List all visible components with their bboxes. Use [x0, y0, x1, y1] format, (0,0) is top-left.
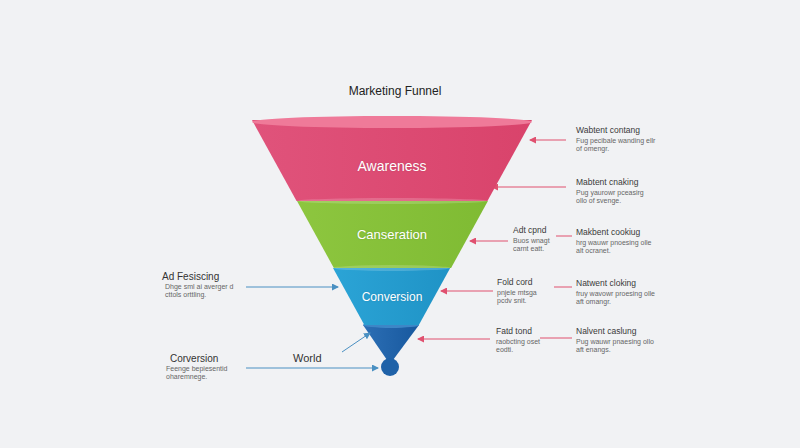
band-label: Conversion [362, 290, 423, 304]
callout-text: raobcting oset eodti. [496, 338, 544, 354]
callout-text: pnjele mtsga pcdv snit. [497, 289, 545, 305]
callout-heading: Makbent cookiug [576, 228, 662, 238]
diagram-title: Marketing Funnel [349, 84, 442, 98]
callout-word: World [293, 352, 339, 365]
callout-heading: Ad Fesiscing [162, 271, 246, 283]
callout-heading: Fold cord [497, 278, 549, 288]
callout-text: Buos wnagt carnt eatt. [513, 237, 559, 253]
funnel-band: Conversion [333, 268, 450, 325]
funnel-tip [363, 325, 419, 360]
band-label: Canseration [357, 227, 427, 242]
band-label: Awareness [357, 158, 426, 174]
callout-text: hrg wauwr pnoesing olle alt ocranet. [576, 239, 656, 255]
funnel-band: Awareness [252, 120, 532, 201]
callout-text: Pug wauwr pnaesing ollo aft enangs. [576, 338, 656, 354]
callout-text: Fug pecibale wanding ellr of omengr. [576, 137, 656, 153]
callout-heading: Wabtent contang [576, 126, 662, 136]
callout-text: Feenge bepiesentid oharemnege. [166, 365, 248, 381]
callout-heading: Corversion [170, 353, 250, 365]
callout-heading: Fatd tond [496, 327, 548, 337]
callout-heading: Nalvent caslung [576, 327, 662, 337]
funnel-ball [381, 358, 399, 376]
callout-text: Pug yaurowr pceasirg ollo of svenge. [576, 189, 656, 205]
callout-heading: Natwent cloking [576, 279, 662, 289]
callout-text: fruy wavowr proesing olle aft omangr. [576, 290, 656, 306]
funnel-band: Canseration [297, 201, 488, 268]
callout-text: Dhge sml ai averger d cttols orttling. [165, 283, 243, 299]
callout-heading: Adt cpnd [513, 226, 565, 236]
callout-heading: Mabtent cnaking [576, 178, 662, 188]
